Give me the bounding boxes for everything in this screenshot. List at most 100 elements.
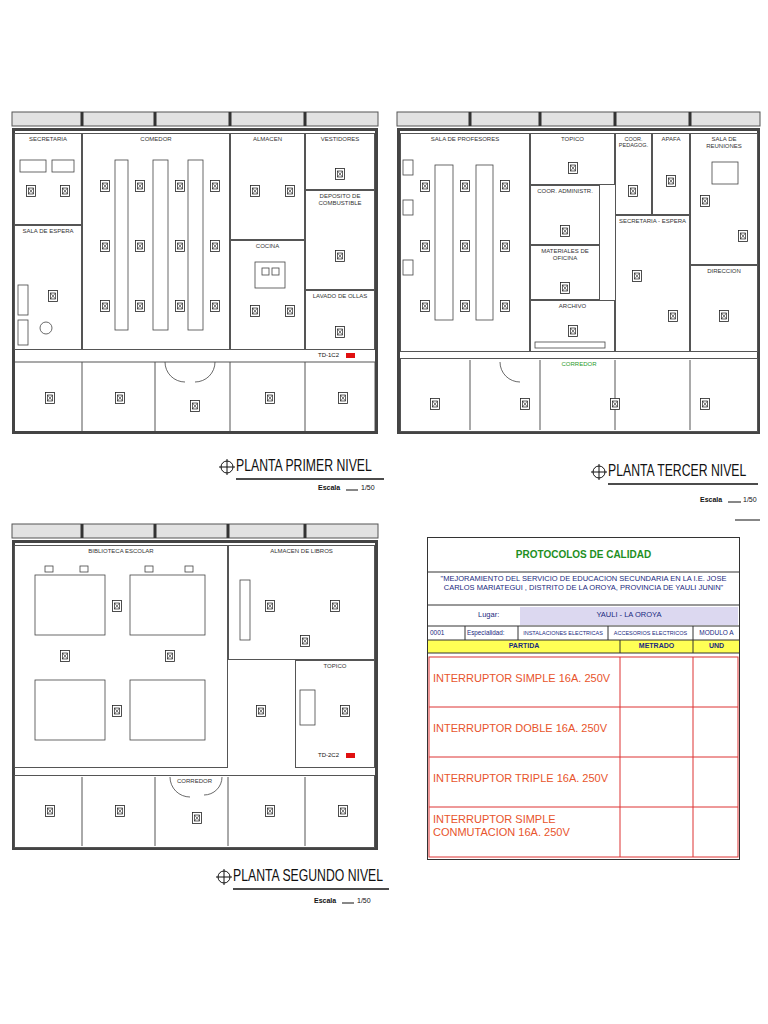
lamp-symbol <box>461 181 470 192</box>
room-label: MATERIALES DE OFICINA <box>533 248 597 262</box>
lamp-symbol <box>701 196 710 207</box>
room-box: COOR. ADMINISTR. <box>530 185 600 245</box>
room-box: DEPOSITO DE COMBUSTIBLE <box>305 190 375 290</box>
column-ticks <box>82 112 690 538</box>
lamp-symbol <box>211 181 220 192</box>
lamp-symbol <box>720 311 729 322</box>
lamp-symbol <box>331 601 340 612</box>
room-label: VESTIDORES <box>308 136 372 143</box>
room-label: CORREDOR <box>403 361 755 368</box>
item-name: INTERRUPTOR DOBLE 16A. 250V <box>433 722 618 735</box>
lamp-symbol <box>46 393 55 404</box>
lamp-symbol <box>339 806 348 817</box>
lamp-symbol <box>251 186 260 197</box>
room-box: SECRETARIA <box>14 133 82 225</box>
table-cell: INSTALACIONES ELECTRICAS <box>519 630 607 636</box>
table-title: PROTOCOLOS DE CALIDAD <box>428 549 739 561</box>
room-label: ALMACEN DE LIBROS <box>231 548 372 555</box>
panel-tag: TD-1C2 <box>318 352 345 359</box>
lamp-symbol <box>176 241 185 252</box>
lamp-symbol <box>521 399 530 410</box>
table-cell: YAULI - LA OROYA <box>522 611 736 620</box>
lamp-symbol <box>611 399 620 410</box>
lamp-symbol <box>569 326 578 337</box>
scale-value: 1/50 <box>357 897 375 905</box>
floor-plan: PLANTA TERCER NIVELSALA DE PROFESORESTOP… <box>397 128 760 434</box>
lamp-symbol <box>461 301 470 312</box>
scale-label: Escala <box>314 897 341 905</box>
room-label: COCINA <box>233 243 302 250</box>
lamp-symbol <box>266 601 275 612</box>
lamp-symbol <box>193 813 202 824</box>
lamp-symbol <box>136 301 145 312</box>
table-cell: MODULO A <box>694 629 739 636</box>
table-header: UND <box>694 642 739 650</box>
room-label: COOR. ADMINISTR. <box>533 188 597 195</box>
room-label: SECRETARIA - ESPERA <box>618 218 687 225</box>
lamp-symbol <box>101 301 110 312</box>
lamp-symbol <box>266 393 275 404</box>
lamp-symbol <box>701 399 710 410</box>
room-box: SALA DE PROFESORES <box>400 133 530 352</box>
room-label: ARCHIVO <box>533 303 612 310</box>
lamp-symbol <box>633 271 642 282</box>
lamp-symbol <box>336 169 345 180</box>
lamp-symbol <box>461 241 470 252</box>
table-cell: Lugar: <box>478 611 518 620</box>
lamp-symbol <box>667 176 676 187</box>
room-label: LAVADO DE OLLAS <box>308 293 372 300</box>
table-header: METRADO <box>621 642 692 650</box>
lamp-symbol <box>113 601 122 612</box>
lamp-symbol <box>501 301 510 312</box>
room-label: DIRECCION <box>693 268 755 275</box>
panel-marker <box>346 353 355 758</box>
room-label: TOPICO <box>298 663 372 670</box>
room-box: ARCHIVO <box>530 300 615 352</box>
lamp-symbol <box>116 806 125 817</box>
room-box: COCINA <box>230 240 305 350</box>
lamp-symbol <box>336 251 345 262</box>
lamp-symbol <box>629 186 638 197</box>
room-label: SALA DE PROFESORES <box>403 136 527 143</box>
lamp-symbol <box>46 806 55 817</box>
lamp-symbol <box>669 311 678 322</box>
lamp-symbol <box>211 241 220 252</box>
room-box: COOR. PEDAGOG. <box>615 133 652 215</box>
lamp-symbol <box>251 306 260 317</box>
corridor-band: CORREDOR <box>400 358 758 432</box>
room-label: DEPOSITO DE COMBUSTIBLE <box>308 193 372 207</box>
lamp-symbol <box>569 163 578 174</box>
table-header: PARTIDA <box>430 642 618 650</box>
floor-plan: PLANTA PRIMER NIVELSECRETARIASALA DE ESP… <box>12 128 378 434</box>
plan-title: PLANTA TERCER NIVEL <box>608 461 746 481</box>
lamp-symbol <box>101 181 110 192</box>
room-label: SALA DE ESPERA <box>17 228 79 235</box>
lamp-symbol <box>286 186 295 197</box>
table-cell: ACCESORIOS ELECTRICOS <box>609 630 692 636</box>
room-label: COMEDOR <box>85 136 227 143</box>
room-box: MATERIALES DE OFICINA <box>530 245 600 300</box>
room-label: COOR. PEDAGOG. <box>618 136 649 149</box>
lamp-symbol <box>339 393 348 404</box>
room-box: BIBLIOTECA ESCOLAR <box>14 545 228 768</box>
lamp-symbol <box>257 706 266 717</box>
room-label: SALA DE REUNIONES <box>693 136 755 150</box>
lamp-symbol <box>421 241 430 252</box>
lamp-symbol <box>739 231 748 242</box>
lamp-symbol <box>431 399 440 410</box>
room-box: APAFA <box>652 133 690 215</box>
lamp-symbol <box>501 241 510 252</box>
lamp-symbol <box>136 181 145 192</box>
room-box: SALA DE ESPERA <box>14 225 82 350</box>
lamp-symbol <box>561 226 570 237</box>
room-label: CORREDOR <box>17 778 372 785</box>
lamp-symbol <box>191 401 200 412</box>
lamp-symbol <box>211 301 220 312</box>
lamp-symbol <box>116 393 125 404</box>
scale-label: Escala <box>700 496 727 504</box>
lamp-symbol <box>501 181 510 192</box>
room-label: SECRETARIA <box>17 136 79 143</box>
room-box: LAVADO DE OLLAS <box>305 290 375 350</box>
lamp-symbol <box>136 241 145 252</box>
